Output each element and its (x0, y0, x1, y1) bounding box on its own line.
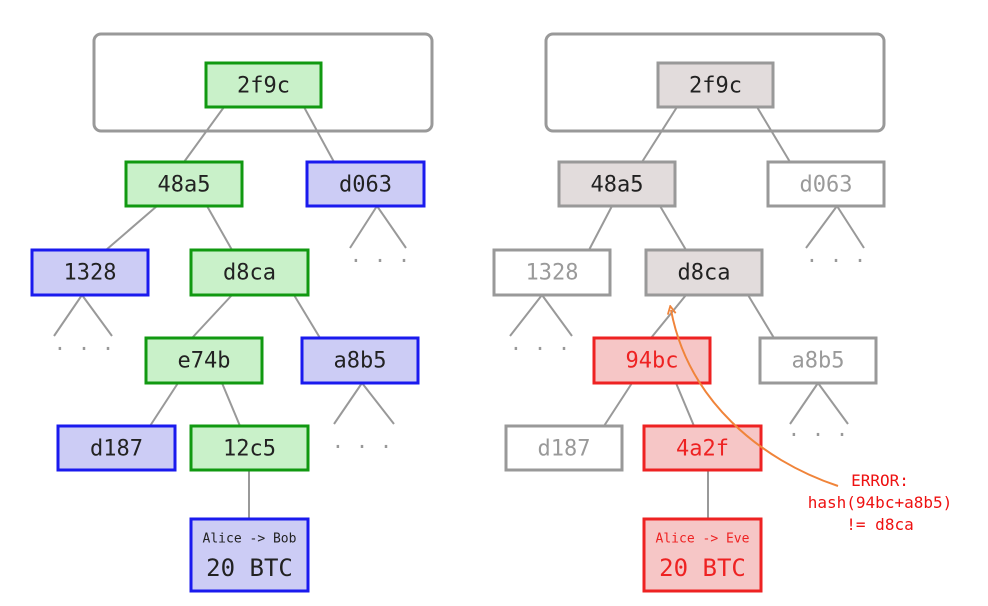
error-title: ERROR: (851, 471, 909, 490)
right-root-hash-label: 2f9c (689, 74, 742, 99)
right-d063-node (766, 160, 886, 208)
error-arrow (671, 310, 839, 487)
left-48a5-node (124, 160, 244, 208)
left-root-hash-node (204, 61, 323, 109)
right-4a2f-node (642, 424, 763, 472)
left-d187-node (56, 424, 177, 472)
right-tree: 2f9c 48a5 d063 1328 d8ca 94bc a8b5 d187 … (492, 32, 886, 593)
error-hash-expression: hash(94bc+a8b5) (808, 493, 953, 512)
right-d187-node (504, 424, 624, 472)
right-94bc-label: 94bc (626, 349, 679, 374)
left-block-header-frame (92, 32, 434, 133)
left-e74b-label: e74b (178, 349, 231, 374)
left-48a5-label: 48a5 (158, 173, 211, 198)
right-ellipsis-a8b5: . . . (788, 417, 848, 441)
left-edges (53, 106, 407, 519)
left-ellipsis-a8b5: . . . (332, 429, 392, 453)
left-transaction-leaf (189, 517, 310, 593)
right-block-header-frame (544, 32, 886, 133)
left-d187-label: d187 (90, 437, 143, 462)
right-d8ca-label: d8ca (678, 261, 731, 286)
left-e74b-node (144, 336, 264, 385)
error-note: ERROR: hash(94bc+a8b5) != d8ca (808, 471, 953, 534)
right-transaction-amount: 20 BTC (659, 554, 746, 582)
right-transaction-parties: Alice -> Eve (656, 532, 750, 547)
right-1328-label: 1328 (526, 261, 579, 286)
left-1328-node (30, 248, 150, 297)
left-d063-node (305, 160, 426, 208)
right-root-hash-node (656, 61, 775, 109)
right-1328-node (492, 248, 612, 297)
right-edges (509, 106, 865, 519)
left-1328-label: 1328 (64, 261, 117, 286)
left-d063-label: d063 (339, 173, 392, 198)
right-d8ca-node (644, 248, 764, 297)
right-94bc-node (592, 336, 712, 385)
right-48a5-node (557, 160, 677, 208)
left-tree: 2f9c 48a5 d063 1328 d8ca e74b a8b5 d187 … (30, 32, 434, 593)
right-transaction-leaf (642, 517, 763, 593)
left-a8b5-label: a8b5 (334, 349, 387, 374)
right-ellipsis-d063: . . . (806, 243, 866, 267)
right-ellipsis-1328: . . . (510, 331, 570, 355)
left-ellipsis-d063: . . . (350, 243, 410, 267)
left-d8ca-label: d8ca (223, 261, 276, 286)
left-ellipsis-1328: . . . (54, 331, 114, 355)
left-12c5-node (189, 424, 310, 472)
left-d8ca-node (189, 248, 310, 297)
right-d063-label: d063 (800, 173, 853, 198)
right-a8b5-label: a8b5 (792, 349, 845, 374)
left-transaction-parties: Alice -> Bob (203, 532, 297, 547)
left-12c5-label: 12c5 (223, 437, 276, 462)
right-d187-label: d187 (538, 437, 591, 462)
left-transaction-amount: 20 BTC (206, 554, 293, 582)
left-root-hash-label: 2f9c (237, 74, 290, 99)
right-a8b5-node (758, 336, 878, 385)
error-mismatch: != d8ca (846, 515, 913, 534)
right-48a5-label: 48a5 (591, 173, 644, 198)
right-4a2f-label: 4a2f (676, 437, 729, 462)
left-a8b5-node (300, 336, 420, 385)
